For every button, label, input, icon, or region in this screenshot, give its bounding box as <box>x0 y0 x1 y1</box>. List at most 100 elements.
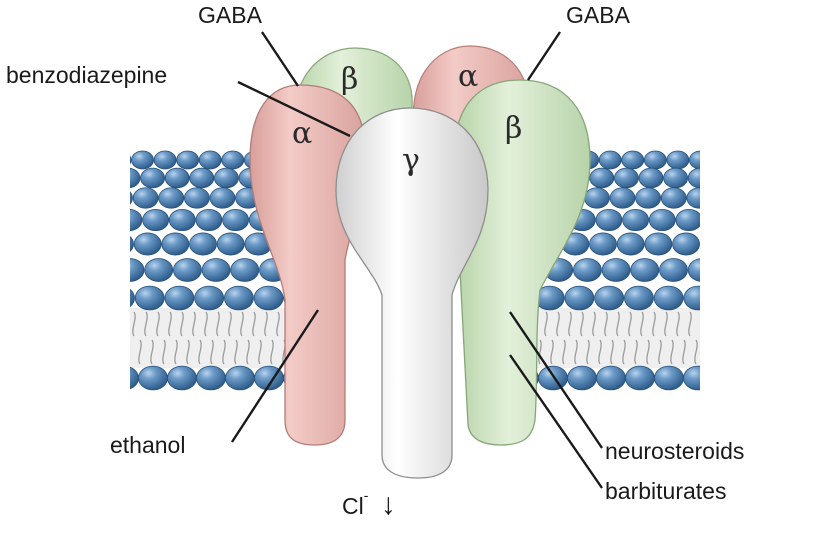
lipid-head <box>164 167 190 189</box>
lipid-head <box>183 187 210 209</box>
lipid-head <box>672 232 700 256</box>
lipid-head <box>659 258 688 282</box>
lipid-tail <box>138 339 142 365</box>
lipid-tail <box>556 311 560 337</box>
lipid-head <box>158 187 185 209</box>
lipid-head <box>134 285 165 311</box>
lipid-tail <box>276 311 280 337</box>
subunit-label-back-beta: β <box>341 62 358 97</box>
lipid-tail <box>180 311 184 337</box>
lipid-head <box>683 285 700 311</box>
lipid-head <box>230 258 260 282</box>
chloride-symbol: Cl <box>342 493 364 519</box>
lipid-head <box>161 232 190 256</box>
leader-line-benzodiazepine <box>237 80 351 138</box>
lipid-tail <box>580 311 584 337</box>
lipid-head <box>567 365 597 391</box>
lipid-tail <box>634 339 638 365</box>
leader-lines <box>230 31 603 489</box>
lipid-tail <box>640 311 644 337</box>
lipid-head <box>194 285 225 311</box>
lipid-tail <box>270 339 274 365</box>
chloride-flow-arrow-icon: ↓ <box>380 488 396 521</box>
lipid-tail <box>246 339 250 365</box>
lipid-tail <box>264 311 268 337</box>
lipid-head <box>638 167 664 189</box>
lipid-head <box>583 187 610 209</box>
lipid-tail <box>652 311 656 337</box>
label-neurosteroids: neurosteroids <box>605 438 745 464</box>
lipid-head <box>223 285 254 311</box>
lipid-head <box>222 208 250 232</box>
lipid-head <box>614 167 639 189</box>
lipid-tail <box>252 311 256 337</box>
lipid-tail <box>562 339 566 365</box>
subunit-label-back-alpha: α <box>458 59 478 94</box>
lipid-head <box>130 236 134 252</box>
leader-line-ethanol <box>230 309 320 443</box>
subunit-label-front-alpha: α <box>292 116 312 151</box>
lipid-tail <box>610 339 614 365</box>
leader-line-gaba-right <box>527 31 561 81</box>
lipid-head <box>630 258 660 282</box>
lipid-tail <box>544 311 548 337</box>
gamma-subunit: γ <box>335 107 489 479</box>
lipid-tail <box>258 339 262 365</box>
lipid-head <box>140 167 166 189</box>
lipid-head <box>598 150 622 170</box>
label-barbiturates: barbiturates <box>605 478 727 504</box>
lipid-head <box>621 150 645 170</box>
lipid-tail <box>688 311 692 337</box>
lipid-head <box>130 167 141 189</box>
lipid-head <box>699 242 700 246</box>
lipid-tail <box>538 339 542 365</box>
lipid-head <box>189 167 215 189</box>
lipid-head <box>167 365 197 391</box>
lipid-tail <box>664 311 668 337</box>
lipid-head <box>622 208 649 232</box>
lipid-tail <box>568 311 572 337</box>
lipid-head <box>687 258 700 282</box>
lipid-tail <box>628 311 632 337</box>
lipid-tail <box>132 311 136 337</box>
lipid-tail <box>616 311 620 337</box>
lipid-head <box>221 150 245 170</box>
lipid-head <box>573 258 602 282</box>
lipid-tail <box>204 311 208 337</box>
lipid-tail <box>574 339 578 365</box>
lipid-head <box>176 150 200 170</box>
lipid-head <box>225 365 255 391</box>
lipid-tail <box>198 339 202 365</box>
leader-line-barbiturates <box>509 354 603 489</box>
lipid-tail <box>186 339 190 365</box>
lipid-head <box>624 285 654 311</box>
label-chloride-ion: Cl- ↓ <box>342 488 396 521</box>
lipid-tail <box>682 339 686 365</box>
lipid-head <box>663 167 688 189</box>
lipid-tail <box>550 339 554 365</box>
leader-line-gaba-left <box>261 31 299 87</box>
lipid-head <box>644 232 673 256</box>
lipid-head <box>142 208 170 232</box>
lipid-head <box>144 258 174 282</box>
lipid-head <box>195 208 223 232</box>
lipid-head <box>589 167 615 189</box>
lipid-head <box>201 258 231 282</box>
lipid-head <box>216 232 245 256</box>
leader-line-neurosteroids <box>509 311 603 449</box>
lipid-head <box>675 208 700 232</box>
lipid-head <box>635 187 662 209</box>
subunit-label-front-beta: β <box>505 111 522 146</box>
lipid-head <box>564 285 595 311</box>
lipid-head <box>132 187 159 209</box>
lipid-tail <box>676 311 680 337</box>
lipid-head <box>643 150 667 170</box>
lipid-tail <box>210 339 214 365</box>
lipid-head <box>654 365 684 391</box>
lipid-tail <box>240 311 244 337</box>
lipid-tail <box>234 339 238 365</box>
lipid-head <box>130 288 135 308</box>
lipid-tail <box>586 339 590 365</box>
lipid-head <box>130 258 145 282</box>
lipid-head <box>689 150 700 170</box>
